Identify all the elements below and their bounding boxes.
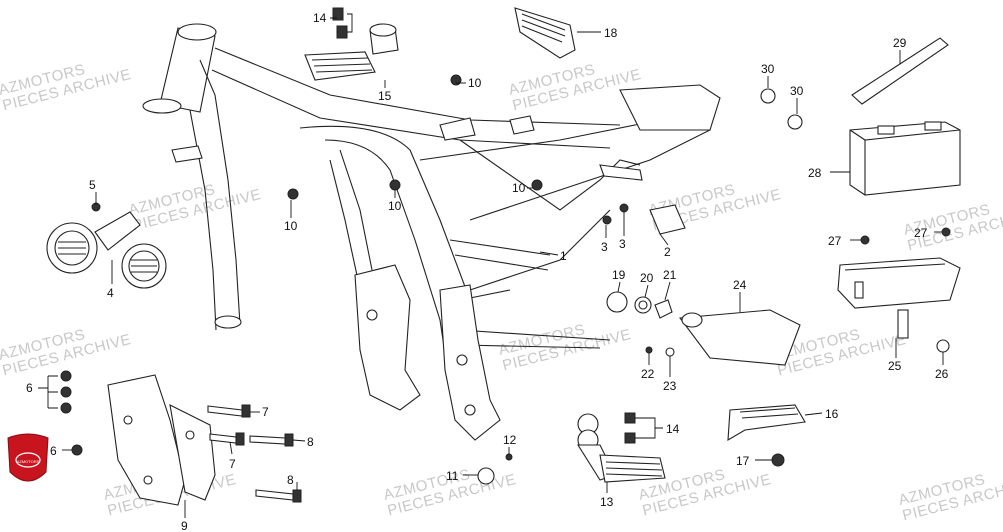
callout-10: 10 [512,181,526,195]
callout-13: 13 [600,495,614,509]
callout-30: 30 [790,84,804,98]
callout-11: 11 [446,469,459,483]
callout-8: 8 [307,435,314,449]
small-parts [602,203,686,357]
callout-19: 19 [612,268,626,282]
callout-2: 2 [664,245,671,259]
callout-27: 27 [828,234,842,248]
callout-7: 7 [229,457,236,471]
azmotors-logo: AZMOTORS [7,433,49,482]
callout-labels: 1 2 3 3 4 5 6 6 7 7 8 8 9 10 10 10 10 11… [26,11,949,532]
callout-12: 12 [503,433,517,447]
callout-28: 28 [808,166,822,180]
callout-27: 27 [914,226,928,240]
callout-29: 29 [893,36,907,50]
callout-21: 21 [663,268,677,282]
callout-25: 25 [888,359,902,373]
callout-14: 14 [666,422,680,436]
callout-15: 15 [378,89,392,103]
callout-8: 8 [287,473,294,487]
callout-9: 9 [181,519,188,532]
logo-text: AZMOTORS [17,459,40,464]
tool-box [678,309,801,366]
footpeg-lower [477,404,806,485]
callout-1: 1 [560,249,567,263]
callout-24: 24 [733,278,747,292]
callout-26: 26 [935,367,949,381]
callout-23: 23 [663,379,677,393]
callout-7: 7 [262,405,269,419]
battery-tray [837,227,961,353]
callout-3: 3 [619,237,626,251]
callout-16: 16 [825,407,839,421]
battery-group [760,37,961,196]
callout-14: 14 [313,11,327,25]
callout-22: 22 [641,367,655,381]
callout-10: 10 [388,199,402,213]
callout-3: 3 [601,240,608,254]
horn-assembly [46,202,167,289]
callout-10: 10 [284,219,298,233]
callout-30: 30 [761,62,775,76]
leader-lines [38,13,944,518]
frame-drawing [142,23,721,441]
callout-4: 4 [107,286,114,300]
callout-20: 20 [640,271,654,285]
callout-18: 18 [604,26,618,40]
callout-6: 6 [26,381,33,395]
callout-10: 10 [468,76,482,90]
footpeg-upper [304,7,576,81]
callout-17: 17 [736,454,750,468]
callout-6: 6 [50,444,57,458]
callout-5: 5 [89,178,96,192]
skid-plate [107,374,216,506]
